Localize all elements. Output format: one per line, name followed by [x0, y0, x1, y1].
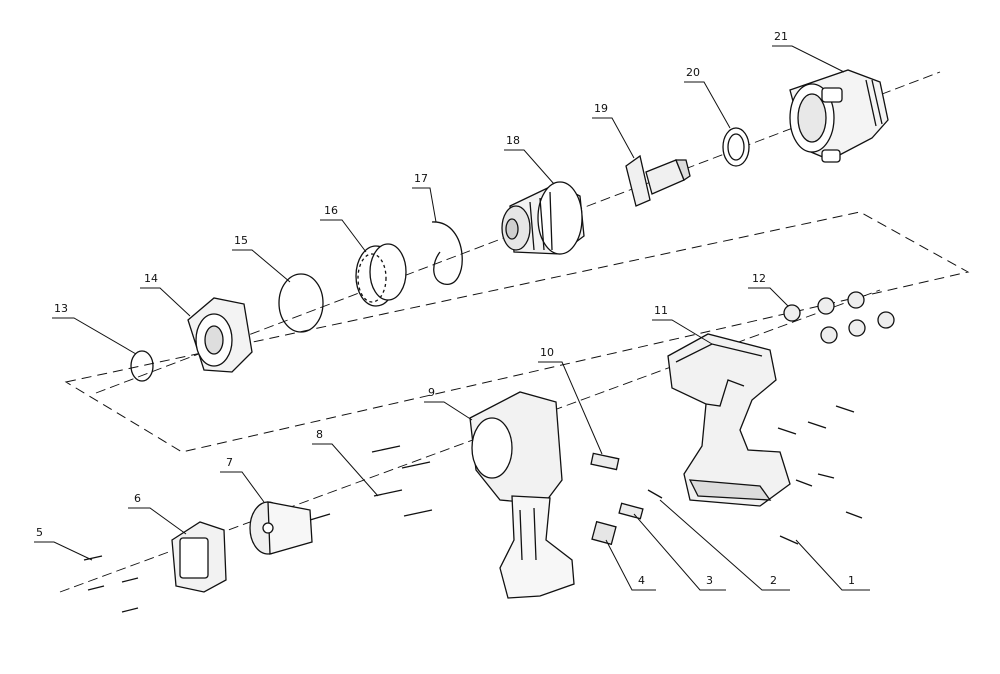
callout-label-14: 14 — [144, 272, 158, 285]
callout-6: 6 — [128, 492, 187, 535]
anvil — [625, 154, 691, 207]
callout-label-15: 15 — [234, 234, 248, 247]
callout-13: 13 — [52, 302, 137, 355]
callout-label-8: 8 — [316, 428, 323, 441]
callout-label-5: 5 — [36, 526, 43, 539]
callout-label-6: 6 — [134, 492, 141, 505]
callout-label-20: 20 — [686, 66, 700, 79]
callout-label-9: 9 — [428, 386, 435, 399]
callout-19: 19 — [592, 102, 635, 159]
callout-label-2: 2 — [770, 574, 777, 587]
callout-15: 15 — [232, 234, 291, 283]
callout-10: 10 — [538, 346, 603, 455]
subassembly-boundary — [64, 211, 970, 453]
tool-housing — [667, 333, 791, 507]
callout-label-1: 1 — [848, 574, 855, 587]
callout-3: 3 — [633, 513, 726, 591]
screws-left — [83, 555, 139, 613]
rotor — [249, 501, 331, 555]
callout-label-11: 11 — [654, 304, 668, 317]
screws-right — [777, 405, 863, 545]
callout-8: 8 — [312, 428, 379, 497]
washer — [722, 127, 750, 167]
front-housing — [789, 69, 889, 163]
callout-21: 21 — [772, 30, 845, 73]
callout-20: 20 — [684, 66, 731, 129]
stator-housing — [469, 391, 575, 599]
callout-16: 16 — [320, 204, 367, 253]
callout-4: 4 — [605, 539, 656, 591]
callout-label-21: 21 — [774, 30, 788, 43]
callout-label-12: 12 — [752, 272, 766, 285]
callout-label-19: 19 — [594, 102, 608, 115]
callouts: 1 2 3 4 5 6 7 8 — [34, 30, 870, 591]
callout-label-13: 13 — [54, 302, 68, 315]
screws-middle — [371, 445, 433, 517]
spring — [647, 489, 663, 499]
callout-label-7: 7 — [226, 456, 233, 469]
o-ring-small — [130, 350, 154, 382]
callout-2: 2 — [659, 499, 790, 591]
callout-14: 14 — [140, 272, 191, 317]
callout-label-3: 3 — [706, 574, 713, 587]
callout-label-16: 16 — [324, 204, 338, 217]
led-lamp — [590, 452, 620, 471]
screw-plugs — [783, 291, 895, 344]
callout-9: 9 — [424, 386, 473, 421]
ring-gear — [355, 243, 407, 307]
callout-11: 11 — [652, 304, 713, 345]
callout-18: 18 — [504, 134, 555, 185]
switch-slider — [618, 502, 644, 520]
callout-7: 7 — [220, 456, 265, 503]
callout-label-17: 17 — [414, 172, 428, 185]
callout-label-18: 18 — [506, 134, 520, 147]
retaining-ring — [431, 221, 463, 285]
callout-label-4: 4 — [638, 574, 645, 587]
callout-1: 1 — [795, 539, 870, 591]
callout-label-10: 10 — [540, 346, 554, 359]
o-ring-large — [278, 273, 324, 333]
rear-cover — [171, 521, 227, 593]
callout-12: 12 — [748, 272, 789, 307]
hammer-assembly — [501, 181, 585, 255]
callout-5: 5 — [34, 526, 93, 561]
gear-carrier — [187, 297, 253, 373]
forward-reverse-button — [591, 520, 617, 546]
motor-axis — [59, 289, 881, 593]
callout-17: 17 — [412, 172, 437, 223]
